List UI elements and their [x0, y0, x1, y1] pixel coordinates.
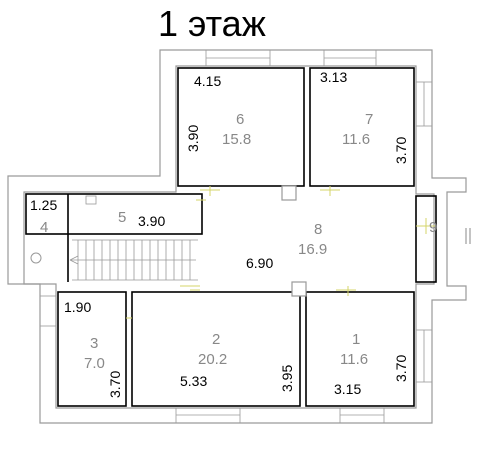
- room-4-5-outline: [25, 193, 203, 235]
- room-4-number: 4: [40, 219, 48, 236]
- room-2-outline: [131, 291, 301, 407]
- floor-title: 1 этаж: [158, 3, 266, 44]
- room-3-width-label: 1.90: [64, 299, 91, 315]
- column: [291, 281, 307, 297]
- room-6-height-label: 3.90: [185, 125, 201, 152]
- room-8-area: 16.9: [298, 241, 327, 258]
- room-6-number: 6: [236, 111, 244, 128]
- room-1-outline: [305, 291, 415, 407]
- room-8-width-label: 6.90: [246, 255, 273, 271]
- room-1-width-label: 3.15: [334, 381, 361, 397]
- room-7-number: 7: [365, 111, 373, 128]
- room-1-area: 11.6: [340, 351, 368, 368]
- room-6-area: 15.8: [222, 131, 251, 148]
- room-7-height-label: 3.70: [393, 137, 409, 164]
- room-2-number: 2: [212, 331, 220, 348]
- room-7-width-label: 3.13: [320, 69, 347, 85]
- outer-wall: [7, 49, 467, 424]
- room-7-outline: [309, 67, 415, 187]
- room-2-height-label: 3.95: [279, 365, 295, 392]
- column: [281, 185, 297, 201]
- fixture-icon: [85, 195, 97, 205]
- room-2-area: 20.2: [198, 351, 227, 368]
- door-marks: [126, 186, 436, 319]
- room-9-outline: [415, 195, 437, 283]
- room-2-width-label: 5.33: [180, 373, 207, 389]
- room-3-area: 7.0: [84, 355, 105, 372]
- room-3-outline: [57, 291, 127, 407]
- room-5-number: 5: [118, 209, 126, 226]
- outer-wall-inner-line: [23, 65, 435, 409]
- staircase: [69, 239, 198, 281]
- room-4-width-label: 1.25: [30, 197, 57, 213]
- room-3-height-label: 3.70: [107, 371, 123, 398]
- room-1-number: 1: [352, 331, 360, 348]
- room-1-height-label: 3.70: [393, 355, 409, 382]
- room-5-width-label: 3.90: [138, 213, 165, 229]
- room-9-number: 9: [429, 219, 437, 236]
- room-7-area: 11.6: [342, 131, 370, 148]
- windows: [39, 49, 433, 424]
- room-8-number: 8: [314, 221, 322, 238]
- room-6-width-label: 4.15: [194, 73, 221, 89]
- boiler-icon: [30, 252, 42, 264]
- room-3-number: 3: [90, 335, 98, 352]
- room-6-outline: [177, 67, 305, 187]
